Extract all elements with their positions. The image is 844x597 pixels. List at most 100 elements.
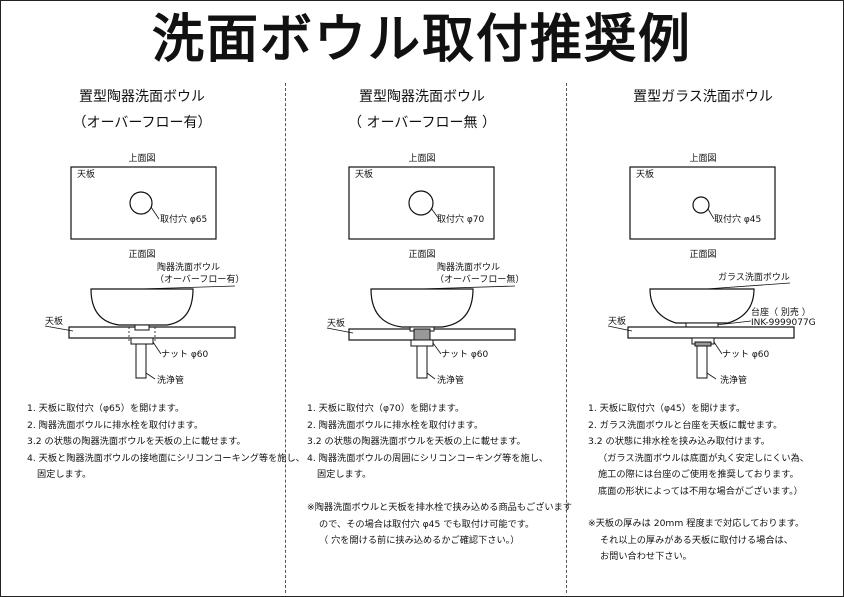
column-divider-1: [285, 83, 286, 593]
column-ceramic-overflow: 置型陶器洗面ボウル （オーバーフロー有） 上面図 天板 取付穴 φ65 正面図 …: [7, 83, 305, 593]
instruction-step: 1. 天板に取付穴（φ45）を開けます。: [588, 403, 746, 414]
column-subheading: （オーバーフロー有）: [72, 115, 212, 131]
counter-leader-line: [607, 325, 633, 332]
bowl-shape: [90, 288, 194, 326]
mounting-hole: [129, 191, 153, 215]
drain-body: [413, 328, 431, 341]
installation-drawing: 上面図 天板 取付穴 φ45 正面図 ガラス洗面ボウル 台座（ 別売 ） INK…: [607, 153, 816, 386]
countertop-top-view: [70, 166, 217, 240]
nut-label: ナット φ60: [722, 349, 770, 360]
compat-note: ※陶器洗面ボウルと天板を排水栓で挟み込める商品もございます ので、その場合は取付…: [307, 500, 572, 550]
instruction-step: 3.2 の状態に排水栓を挟み込み取付けます。: [588, 436, 770, 447]
base-label: 台座（ 別売 ）: [751, 306, 811, 318]
counter-label: 天板: [636, 168, 654, 180]
installation-drawing: 上面図 天板 取付穴 φ70 正面図 陶器洗面ボウル （オーバーフロー無） 天板…: [326, 153, 524, 386]
countertop-section: [68, 326, 236, 339]
front-view-label: 正面図: [128, 249, 155, 260]
drain-pipe: [696, 345, 708, 379]
hole-leader-line: [430, 207, 440, 220]
note-line: ので、その場合は取付穴 φ45 でも取付け可能です。: [319, 518, 535, 530]
drain-leader-line: [145, 372, 156, 380]
instruction-step: 固定します。: [317, 469, 372, 480]
drain-leader-line: [426, 372, 436, 380]
countertop-section: [627, 326, 795, 339]
front-view-label: 正面図: [408, 249, 435, 260]
mounting-hole: [408, 190, 434, 216]
countertop-top-view: [348, 166, 495, 240]
note-line: それ以上の厚みがある天板に取付ける場合は、: [600, 534, 793, 546]
nut-thread: [694, 341, 712, 347]
mounting-hole: [692, 196, 710, 214]
instruction-list: 1. 天板に取付穴（φ65）を開けます。 2. 陶器洗面ボウルに排水栓を取付けま…: [27, 401, 305, 484]
drain-leader-line: [706, 372, 717, 380]
page-title: 洗面ボウル取付推奨例: [151, 10, 692, 70]
instruction-step: 1. 天板に取付穴（φ70）を開けます。: [307, 403, 465, 414]
top-view-label: 上面図: [408, 153, 435, 164]
bowl-label: 陶器洗面ボウル: [157, 261, 220, 273]
instruction-step: 4. 天板と陶器洗面ボウルの接地面にシリコンコーキング等を施し、: [27, 452, 305, 464]
counter-side-label: 天板: [45, 315, 63, 327]
instruction-step: 底面の形状によっては不用な場合がございます。）: [598, 485, 803, 497]
note-line: ※天板の厚みは 20mm 程度まで対応しております。: [588, 518, 805, 529]
column-glass: 置型ガラス洗面ボウル 上面図 天板 取付穴 φ45 正面図 ガラス洗面ボウル 台…: [568, 83, 838, 593]
instruction-step: 2. 陶器洗面ボウルに排水栓を取付けます。: [27, 419, 204, 431]
installation-drawing: 上面図 天板 取付穴 φ65 正面図 陶器洗面ボウル （オーバーフロー有） 天板…: [44, 153, 244, 386]
top-view-label: 上面図: [689, 153, 716, 164]
column-heading: 置型陶器洗面ボウル: [79, 89, 205, 105]
instruction-step: 3.2 の状態の陶器洗面ボウルを天板の上に載せます。: [27, 436, 246, 447]
bowl-shape: [649, 288, 755, 324]
hole-leader-line: [707, 208, 715, 220]
instruction-step: 2. ガラス洗面ボウルと台座を天板に載せます。: [588, 419, 783, 431]
nut-label: ナット φ60: [161, 349, 209, 360]
top-view-label: 上面図: [128, 153, 155, 164]
instruction-list: 1. 天板に取付穴（φ45）を開けます。 2. ガラス洗面ボウルと台座を天板に載…: [588, 401, 838, 500]
hole-leader-line: [150, 206, 160, 220]
bowl-label: ガラス洗面ボウル: [718, 271, 790, 283]
counter-label: 天板: [77, 168, 95, 180]
base-ring: [685, 322, 719, 328]
nut-shape: [410, 339, 434, 347]
instruction-step: 固定します。: [37, 469, 92, 480]
counter-side-label: 天板: [327, 317, 345, 329]
column-subheading: （ オーバーフロー無 ）: [348, 115, 496, 131]
column-divider-2: [566, 83, 567, 593]
instruction-step: 4. 陶器洗面ボウルの周囲にシリコンコーキング等を施し、: [307, 452, 549, 464]
nut-leader-line: [713, 341, 723, 355]
bowl-sub-label: （オーバーフロー無）: [435, 273, 524, 285]
hole-label: 取付穴 φ70: [437, 213, 485, 225]
instruction-step: （ガラス洗面ボウルは底面が丸く安定しにくい為、: [598, 452, 809, 464]
countertop-top-view: [629, 166, 776, 240]
drain-pipe: [416, 345, 428, 379]
column-heading: 置型陶器洗面ボウル: [359, 89, 485, 105]
counter-side-label: 天板: [608, 315, 626, 327]
instruction-list: 1. 天板に取付穴（φ70）を開けます。 2. 陶器洗面ボウルに排水栓を取付けま…: [307, 401, 557, 484]
hole-label: 取付穴 φ65: [160, 213, 207, 225]
hole-label: 取付穴 φ45: [714, 213, 761, 225]
drain-label: 洗浄管: [157, 374, 184, 386]
instruction-step: 施工の際には台座のご使用を推奨しております。: [598, 469, 799, 480]
nut-leader-line: [152, 341, 162, 355]
counter-leader-line: [44, 325, 74, 332]
instruction-step: 3.2 の状態の陶器洗面ボウルを天板の上に載せます。: [307, 436, 526, 447]
base-code: INK-9999077G: [751, 318, 816, 328]
column-ceramic-no-overflow: 置型陶器洗面ボウル （ オーバーフロー無 ） 上面図 天板 取付穴 φ70 正面…: [287, 83, 572, 593]
bowl-sub-label: （オーバーフロー有）: [155, 273, 244, 285]
nut-leader-line: [432, 342, 442, 355]
bowl-label: 陶器洗面ボウル: [437, 261, 500, 273]
nut-shape: [130, 337, 154, 345]
bowl-shape: [370, 288, 474, 328]
instruction-step: 1. 天板に取付穴（φ65）を開けます。: [27, 403, 185, 414]
note-line: お問い合わせ下さい。: [600, 551, 692, 562]
instruction-step: 2. 陶器洗面ボウルに排水栓を取付けます。: [307, 419, 484, 431]
base-leader-line: [715, 320, 752, 326]
counter-leader-line: [326, 327, 354, 334]
drain-label: 洗浄管: [437, 374, 464, 386]
front-view-label: 正面図: [689, 249, 716, 260]
bowl-leader-line: [705, 282, 791, 290]
note-line: ※陶器洗面ボウルと天板を排水栓で挟み込める商品もございます: [307, 502, 572, 513]
counter-label: 天板: [355, 168, 373, 180]
nut-label: ナット φ60: [441, 349, 489, 360]
drain-pipe: [135, 343, 147, 379]
drain-flange: [134, 324, 150, 331]
